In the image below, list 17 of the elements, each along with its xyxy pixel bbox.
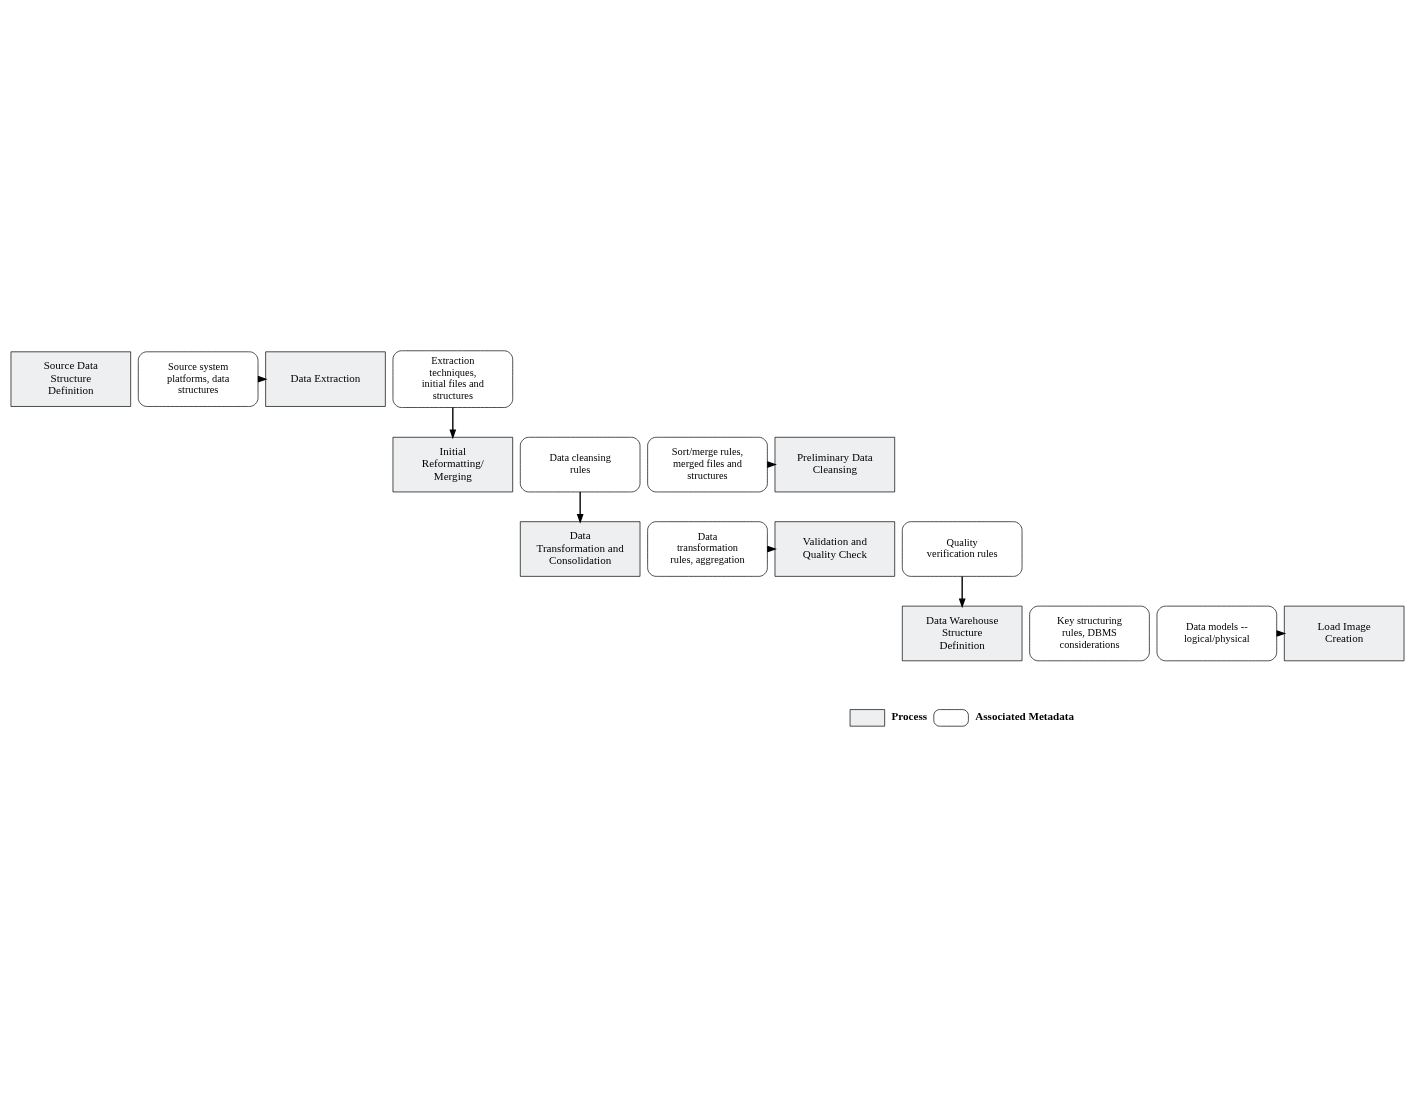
node-box: Load Image Creation (1283, 605, 1405, 662)
node-box: Source Data Structure Definition (10, 351, 132, 407)
node-box: Data cleansing rules (519, 436, 641, 493)
node-box: Key structuring rules, DBMS considerations (1029, 605, 1150, 662)
node-box: Data Warehouse Structure Definition (901, 605, 1023, 662)
node-box: Data Extraction (265, 351, 386, 407)
legend-label: Associated Metadata (975, 709, 1074, 722)
node-box: Data Transformation and Consolidation (519, 521, 641, 577)
node-box: Validation and Quality Check (774, 521, 896, 577)
node-box: Quality verification rules (901, 521, 1023, 577)
arrow (449, 406, 457, 440)
legend-label: Process (891, 709, 928, 722)
node-box: Initial Reformatting/ Merging (392, 436, 514, 493)
node-box: Preliminary Data Cleansing (774, 436, 896, 493)
arrow (958, 575, 966, 609)
node-box: Extraction techniques, initial files and structures (392, 350, 514, 408)
arrow (576, 491, 584, 524)
